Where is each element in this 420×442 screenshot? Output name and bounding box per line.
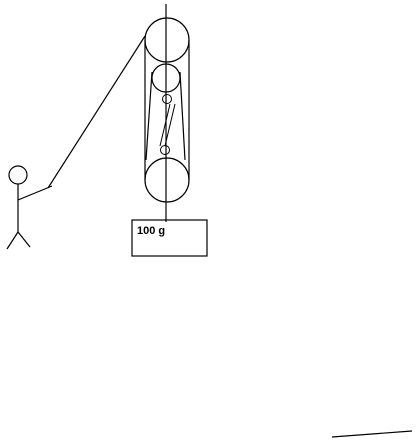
mass-label: 100 g [137,225,165,237]
person-arm [17,185,53,201]
lower-axle [160,145,170,155]
top-pulley [144,17,190,63]
bottom-pulley [144,157,190,203]
upper-axle [162,94,172,104]
pull-rope [47,35,146,189]
person-left-leg [6,231,19,250]
frame-diagonal-2 [164,103,176,147]
frame-left-edge [145,71,153,161]
frame-right-edge [179,71,186,161]
person-head [8,165,28,185]
person-right-leg [17,231,31,248]
stray-line [331,430,413,438]
stick-figure-person [6,165,53,250]
mass-block [131,219,208,257]
frame-diagonal-1 [159,103,171,147]
